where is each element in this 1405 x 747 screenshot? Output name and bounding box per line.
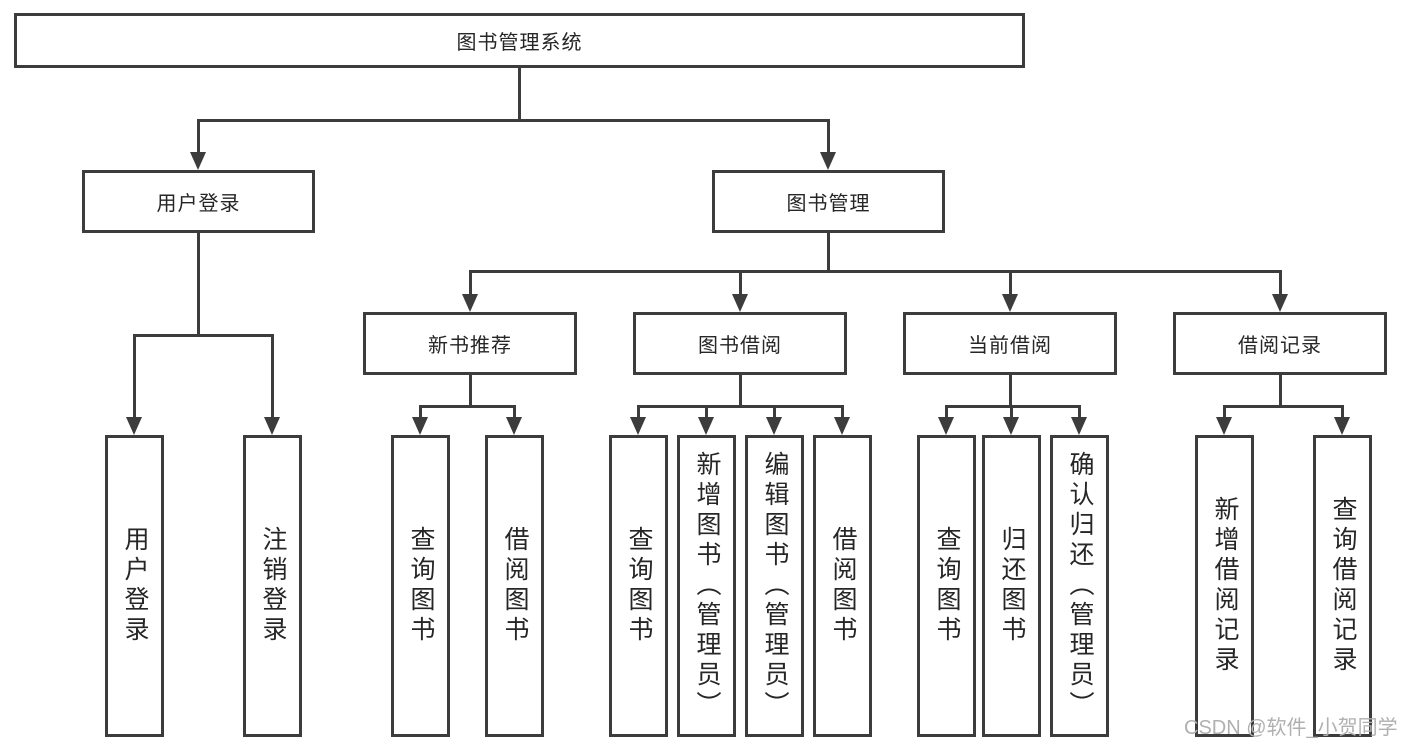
node-label: 确认归还（管理员） [1066,451,1094,721]
connector-drop [419,405,422,419]
node-borrow-record: 借阅记录 [1173,312,1387,375]
connector-recommend-trunk [469,373,472,407]
node-label: 新增图书（管理员） [693,451,721,721]
connector-drop [773,405,776,419]
node-label: 借阅图书 [829,526,857,646]
connector-drop [945,405,948,419]
connector-level3-bus [469,270,1282,273]
leaf-borrow-add-book-admin: 新增图书（管理员） [677,435,736,737]
connector-record-trunk [1279,373,1282,407]
node-label: 编辑图书（管理员） [761,451,789,721]
leaf-recommend-query-book: 查询图书 [391,435,450,737]
node-label: 新书推荐 [428,335,512,357]
leaf-record-query-record: 查询借阅记录 [1313,435,1372,737]
connector-user-login-bus [133,334,274,337]
node-label: 查询借阅记录 [1329,496,1357,676]
connector-level2-bus [197,119,830,122]
csdn-watermark: CSDN @软件_小贺同学 [1184,717,1398,739]
node-label: 新增借阅记录 [1211,496,1239,676]
arrow-down-icon [1216,417,1232,435]
node-label: 当前借阅 [968,335,1052,357]
connector-book-management-trunk [827,231,830,272]
arrow-down-icon [1334,417,1350,435]
node-label: 借阅图书 [501,526,529,646]
arrow-down-icon [264,417,280,435]
arrow-down-icon [1003,417,1019,435]
arrow-down-icon [938,417,954,435]
arrow-down-icon [766,417,782,435]
connector-drop [637,405,640,419]
node-current-borrow: 当前借阅 [903,312,1117,375]
connector-borrow-bus [637,405,844,408]
connector-drop [1078,405,1081,419]
node-label: 注销登录 [259,526,287,646]
node-label: 图书管理 [786,193,871,215]
arrow-down-icon [1002,294,1018,312]
connector-drop [1341,405,1344,419]
arrow-down-icon [462,294,478,312]
connector-current-trunk [1009,373,1012,407]
arrow-down-icon [732,294,748,312]
node-label: 图书管理系统 [456,32,583,54]
node-label: 用户登录 [156,193,241,215]
node-label: 查询图书 [625,526,653,646]
connector-drop-book-management [827,119,830,154]
leaf-current-confirm-return-admin: 确认归还（管理员） [1050,435,1109,737]
connector-drop [841,405,844,419]
leaf-user-login: 用户登录 [105,435,164,737]
node-label: 查询图书 [933,526,961,646]
node-user-login: 用户登录 [82,170,315,233]
connector-drop-leaf-logout [271,334,274,419]
connector-drop-current-borrow [1009,270,1012,296]
node-label: 借阅记录 [1238,335,1322,357]
node-label: 查询图书 [407,526,435,646]
leaf-current-return-book: 归还图书 [982,435,1041,737]
leaf-borrow-query-book: 查询图书 [609,435,668,737]
connector-drop [1010,405,1013,419]
connector-borrow-trunk [739,373,742,407]
arrow-down-icon [412,417,428,435]
connector-recommend-bus [419,405,516,408]
connector-drop [705,405,708,419]
leaf-borrow-edit-book-admin: 编辑图书（管理员） [745,435,804,737]
connector-drop-leaf-user-login [133,334,136,419]
leaf-record-add-record: 新增借阅记录 [1195,435,1254,737]
connector-drop-borrow-record [1279,270,1282,296]
connector-root-trunk [518,66,521,121]
arrow-down-icon [190,152,206,170]
node-label: 图书借阅 [698,335,782,357]
connector-record-bus [1223,405,1344,408]
arrow-down-icon [834,417,850,435]
node-library-management-system: 图书管理系统 [14,13,1025,68]
arrow-down-icon [630,417,646,435]
connector-current-bus [945,405,1081,408]
connector-drop-user-login [197,119,200,154]
leaf-recommend-borrow-book: 借阅图书 [485,435,544,737]
arrow-down-icon [698,417,714,435]
connector-drop-new-book-recommend [469,270,472,296]
arrow-down-icon [506,417,522,435]
leaf-logout: 注销登录 [243,435,302,737]
arrow-down-icon [126,417,142,435]
arrow-down-icon [1071,417,1087,435]
connector-user-login-trunk [197,231,200,336]
leaf-borrow-borrow-book: 借阅图书 [813,435,872,737]
node-label: 用户登录 [121,526,149,646]
connector-drop-book-borrow [739,270,742,296]
arrow-down-icon [820,152,836,170]
node-book-management: 图书管理 [712,170,945,233]
node-label: 归还图书 [998,526,1026,646]
leaf-current-query-book: 查询图书 [917,435,976,737]
connector-drop [1223,405,1226,419]
arrow-down-icon [1272,294,1288,312]
node-new-book-recommend: 新书推荐 [363,312,577,375]
connector-drop [513,405,516,419]
node-book-borrow: 图书借阅 [633,312,847,375]
